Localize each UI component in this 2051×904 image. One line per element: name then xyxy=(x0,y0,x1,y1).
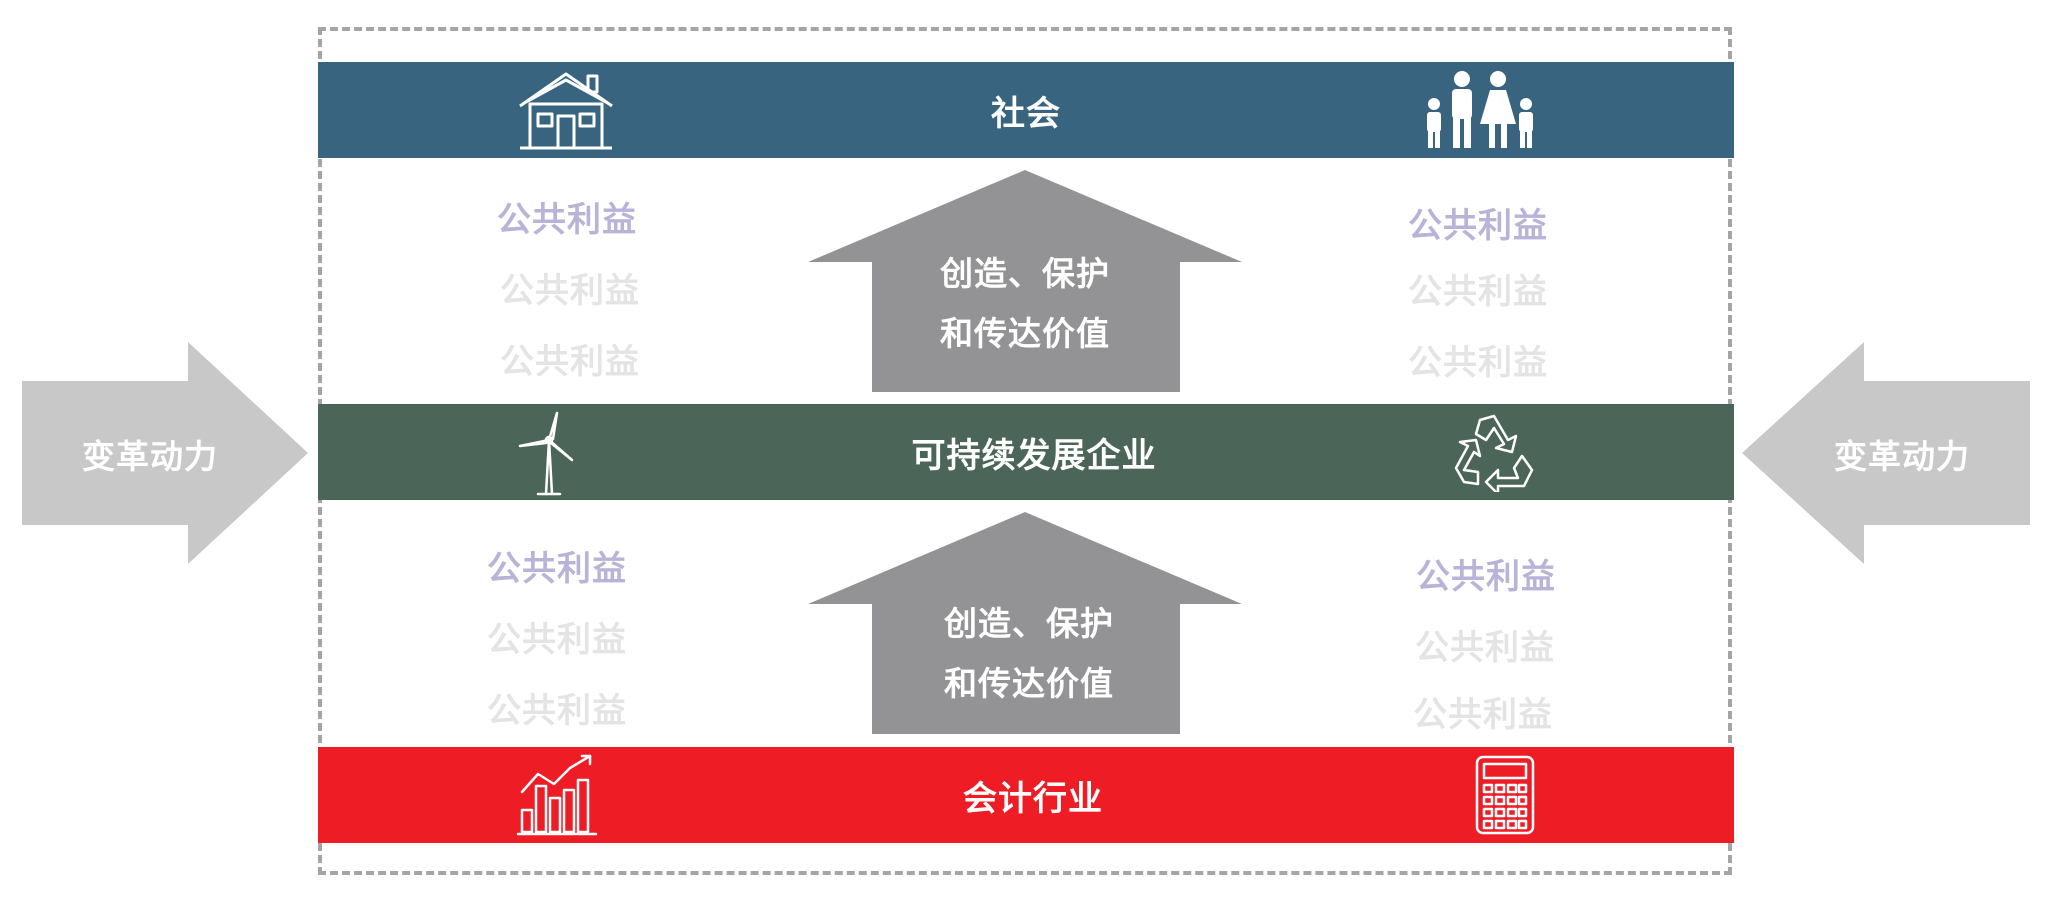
left-driver-label: 变革动力 xyxy=(82,437,218,476)
lower-arrow-line-1: 创造、保护 xyxy=(944,604,1114,643)
society-label: 社会 xyxy=(991,93,1061,134)
house-icon xyxy=(519,72,613,150)
upper-arrow-text: 创造、保护 和传达价值 xyxy=(870,244,1180,364)
public-benefit-lower-left-1: 公共利益 xyxy=(487,549,627,589)
public-benefit-lower-right-2: 公共利益 xyxy=(1415,628,1555,668)
public-benefit-upper-right-2: 公共利益 xyxy=(1408,272,1548,312)
public-benefit-upper-left-3: 公共利益 xyxy=(500,342,640,382)
lower-arrow-line-2: 和传达价值 xyxy=(944,664,1114,703)
right-driver-arrow xyxy=(1742,342,2030,564)
sustainable-business-label: 可持续发展企业 xyxy=(911,435,1157,476)
public-benefit-lower-left-3: 公共利益 xyxy=(487,691,627,731)
public-benefit-upper-right-3: 公共利益 xyxy=(1408,343,1548,383)
left-driver-arrow xyxy=(22,342,308,564)
recycle-icon xyxy=(1454,414,1534,492)
bar-chart-growth-icon xyxy=(516,754,598,836)
public-benefit-lower-right-1: 公共利益 xyxy=(1416,557,1556,597)
accounting-profession-label: 会计行业 xyxy=(963,778,1103,819)
family-icon xyxy=(1427,71,1533,148)
right-driver-label: 变革动力 xyxy=(1834,437,1970,476)
public-benefit-lower-left-2: 公共利益 xyxy=(487,620,627,660)
upper-arrow-line-2: 和传达价值 xyxy=(940,314,1110,353)
public-benefit-lower-right-3: 公共利益 xyxy=(1413,695,1553,735)
calculator-icon xyxy=(1475,755,1535,835)
wind-turbine-icon xyxy=(518,411,574,496)
lower-arrow-text: 创造、保护 和传达价值 xyxy=(874,594,1184,714)
upper-value-arrow xyxy=(808,170,1242,392)
upper-arrow-line-1: 创造、保护 xyxy=(940,254,1110,293)
lower-value-arrow xyxy=(808,512,1242,734)
public-benefit-upper-left-2: 公共利益 xyxy=(500,271,640,311)
public-benefit-upper-right-1: 公共利益 xyxy=(1408,206,1548,246)
public-benefit-upper-left-1: 公共利益 xyxy=(497,200,637,240)
